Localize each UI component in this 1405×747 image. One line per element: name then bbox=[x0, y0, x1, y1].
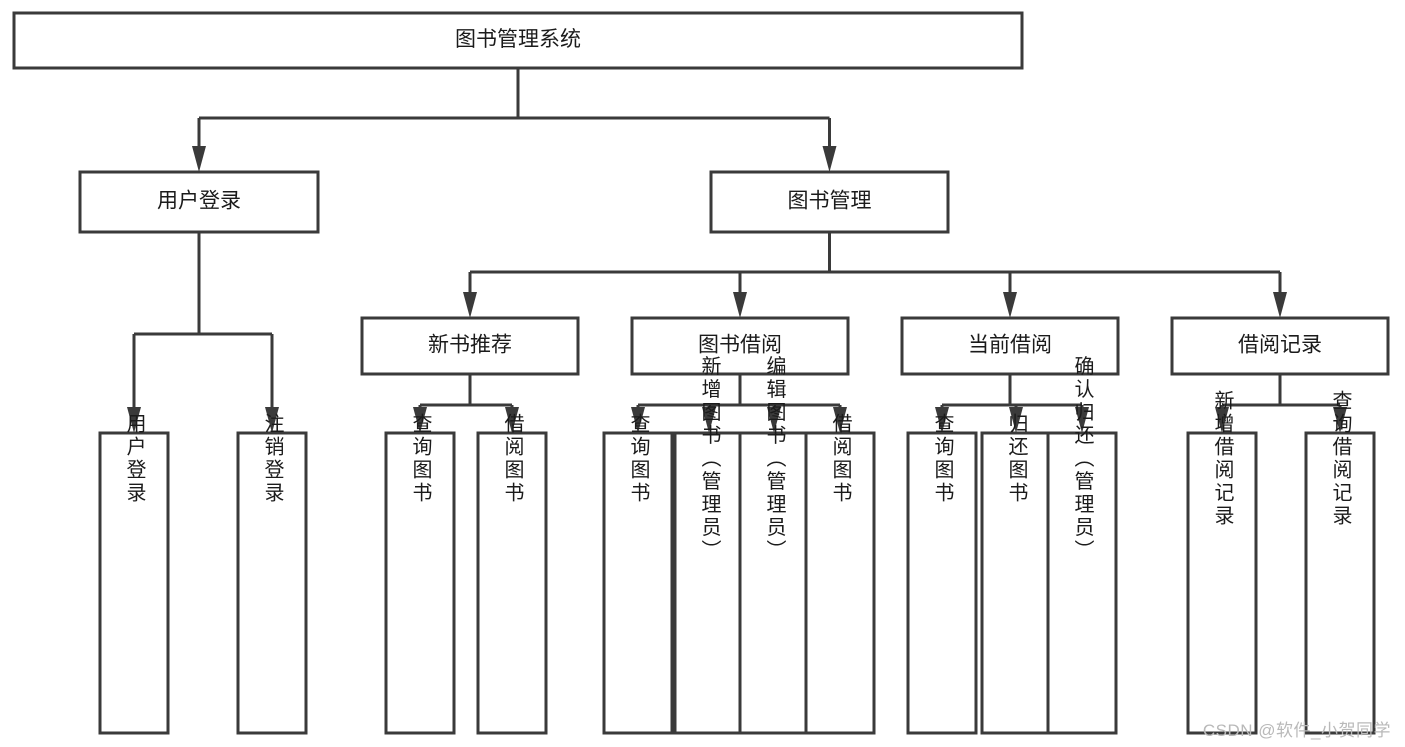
node-leaf-add-record-box bbox=[1186, 431, 1258, 735]
arrow-new-book-recommend-1 bbox=[505, 407, 519, 433]
node-current-borrow-label: 当前借阅 bbox=[968, 334, 1052, 357]
node-book-manage[interactable]: 图书管理 bbox=[709, 170, 950, 234]
arrow-level1-1 bbox=[822, 146, 837, 172]
node-leaf-add-record-label: 新增借阅记录 bbox=[1211, 390, 1234, 528]
arrow-level2-2 bbox=[1003, 292, 1017, 318]
node-new-book-recommend[interactable]: 新书推荐 bbox=[360, 316, 580, 376]
node-leaf-borrow-book-1-label: 借阅图书 bbox=[501, 413, 524, 505]
node-current-borrow[interactable]: 当前借阅 bbox=[900, 316, 1120, 376]
arrow-new-book-recommend-0 bbox=[413, 407, 427, 433]
node-root-box bbox=[12, 11, 1024, 70]
node-leaf-query-book-1-box bbox=[384, 431, 456, 735]
node-borrow-record-label: 借阅记录 bbox=[1238, 334, 1322, 357]
arrow-level2-1 bbox=[733, 292, 747, 318]
node-book-borrow[interactable]: 图书借阅 bbox=[630, 316, 850, 376]
node-leaf-query-book-2[interactable]: 查询图书 bbox=[602, 413, 674, 735]
arrow-user-login-leaf-0 bbox=[127, 407, 141, 433]
node-borrow-record-box bbox=[1170, 316, 1390, 376]
node-leaf-query-book-1-label: 查询图书 bbox=[409, 413, 432, 505]
node-current-borrow-box bbox=[900, 316, 1120, 376]
node-leaf-edit-book[interactable]: 编辑图书（管理员） bbox=[738, 355, 810, 735]
node-user-login-label: 用户登录 bbox=[157, 190, 241, 213]
node-leaf-user-login[interactable]: 用户登录 bbox=[98, 413, 170, 735]
arrow-book-borrow-1 bbox=[702, 407, 716, 433]
node-leaf-confirm-return-label: 确认归还（管理员） bbox=[1071, 355, 1094, 562]
node-leaf-confirm-return-box bbox=[1046, 431, 1118, 735]
node-leaf-add-record[interactable]: 新增借阅记录 bbox=[1186, 390, 1258, 735]
node-leaf-confirm-return[interactable]: 确认归还（管理员） bbox=[1046, 355, 1118, 735]
node-book-manage-label: 图书管理 bbox=[788, 190, 872, 213]
arrow-current-borrow-2 bbox=[1075, 407, 1089, 433]
arrow-level2-0 bbox=[463, 292, 477, 318]
node-new-book-recommend-label: 新书推荐 bbox=[428, 334, 512, 357]
arrow-book-borrow-0 bbox=[631, 407, 645, 433]
node-leaf-borrow-book-1-box bbox=[476, 431, 548, 735]
node-leaf-edit-book-label: 编辑图书（管理员） bbox=[763, 355, 786, 562]
node-new-book-recommend-box bbox=[360, 316, 580, 376]
node-root-label: 图书管理系统 bbox=[455, 28, 581, 51]
arrow-level2-3 bbox=[1273, 292, 1287, 318]
node-user-login[interactable]: 用户登录 bbox=[78, 170, 320, 234]
node-leaf-return-book-label: 归还图书 bbox=[1005, 413, 1028, 505]
node-leaf-edit-book-box bbox=[738, 431, 810, 735]
node-leaf-add-book[interactable]: 新增图书（管理员） bbox=[673, 355, 745, 735]
node-borrow-record[interactable]: 借阅记录 bbox=[1170, 316, 1390, 376]
arrow-user-login-leaf-1 bbox=[265, 407, 279, 433]
node-leaf-query-book-3[interactable]: 查询图书 bbox=[906, 413, 978, 735]
node-leaf-query-book-2-box bbox=[602, 431, 674, 735]
arrow-borrow-record-1 bbox=[1333, 407, 1347, 433]
node-root[interactable]: 图书管理系统 bbox=[12, 11, 1024, 70]
arrow-current-borrow-1 bbox=[1009, 407, 1023, 433]
node-leaf-logout-login-label: 注销登录 bbox=[261, 413, 284, 505]
arrow-book-borrow-2 bbox=[767, 407, 781, 433]
node-leaf-query-book-1[interactable]: 查询图书 bbox=[384, 413, 456, 735]
node-book-manage-box bbox=[709, 170, 950, 234]
arrow-book-borrow-3 bbox=[833, 407, 847, 433]
node-leaf-borrow-book-1[interactable]: 借阅图书 bbox=[476, 413, 548, 735]
node-leaf-add-book-label: 新增图书（管理员） bbox=[698, 355, 721, 562]
node-user-login-box bbox=[78, 170, 320, 234]
node-leaf-return-book-box bbox=[980, 431, 1052, 735]
arrow-level1-0 bbox=[192, 146, 206, 172]
node-leaf-borrow-book-2-label: 借阅图书 bbox=[829, 413, 852, 505]
node-book-borrow-label: 图书借阅 bbox=[698, 334, 782, 357]
node-leaf-query-record-box bbox=[1304, 431, 1376, 735]
node-leaf-logout-login[interactable]: 注销登录 bbox=[236, 413, 308, 735]
arrow-borrow-record-0 bbox=[1215, 407, 1229, 433]
node-leaf-query-book-3-label: 查询图书 bbox=[931, 413, 954, 505]
node-layer: 图书管理系统用户登录图书管理新书推荐图书借阅当前借阅借阅记录用户登录注销登录查询… bbox=[12, 11, 1390, 735]
node-leaf-logout-login-box bbox=[236, 431, 308, 735]
arrow-current-borrow-0 bbox=[935, 407, 949, 433]
node-leaf-borrow-book-2[interactable]: 借阅图书 bbox=[804, 413, 876, 735]
node-leaf-query-book-3-box bbox=[906, 431, 978, 735]
node-leaf-query-record-label: 查询借阅记录 bbox=[1329, 390, 1352, 528]
node-leaf-user-login-box bbox=[98, 431, 170, 735]
node-leaf-query-book-2-label: 查询图书 bbox=[627, 413, 650, 505]
node-leaf-return-book[interactable]: 归还图书 bbox=[980, 413, 1052, 735]
node-leaf-borrow-book-2-box bbox=[804, 431, 876, 735]
node-book-borrow-box bbox=[630, 316, 850, 376]
node-leaf-query-record[interactable]: 查询借阅记录 bbox=[1304, 390, 1376, 735]
node-leaf-user-login-label: 用户登录 bbox=[123, 413, 146, 505]
connector-layer bbox=[127, 68, 1347, 433]
